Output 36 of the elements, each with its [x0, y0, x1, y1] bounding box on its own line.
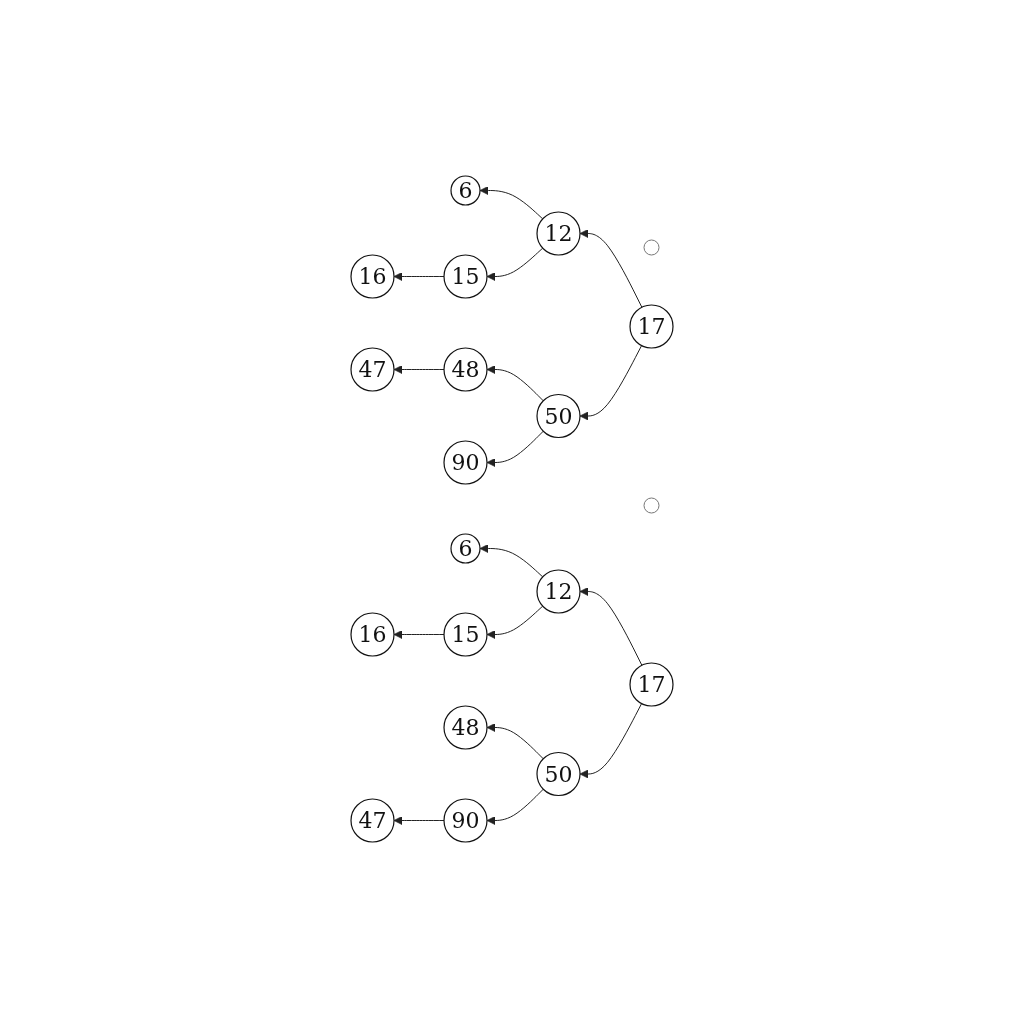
node-circle: 48: [443, 705, 488, 750]
arrow: [579, 345, 643, 421]
node-circle: [643, 497, 660, 514]
arrow: [579, 587, 643, 666]
node-circle: 50: [536, 751, 581, 797]
node-circle: 47: [350, 798, 395, 843]
node-circle: 16: [350, 254, 395, 299]
arrow: [393, 630, 445, 639]
arrow: [486, 247, 544, 281]
node-circle: 15: [443, 254, 488, 299]
node-circle: 90: [443, 440, 488, 485]
node-circle: 48: [443, 347, 488, 392]
arrow: [479, 544, 544, 578]
arrow: [393, 272, 445, 281]
node-circle: 15: [443, 612, 488, 657]
arrow: [486, 723, 544, 760]
node-circle: 50: [536, 393, 581, 439]
arrow: [486, 788, 544, 825]
arrow: [393, 816, 445, 825]
node-circle: 17: [629, 662, 674, 707]
arrow: [579, 229, 643, 308]
arrow: [486, 365, 544, 402]
arrow: [479, 186, 544, 220]
node-circle: 47: [350, 347, 395, 392]
node-circle: 16: [350, 612, 395, 657]
node-circle: 6: [450, 533, 481, 564]
arrow: [486, 430, 544, 467]
node-circle: 6: [450, 175, 481, 206]
node-circle: 17: [629, 304, 674, 349]
arrow: [393, 365, 445, 374]
node-circle: 12: [536, 569, 581, 614]
arrow: [579, 703, 643, 779]
node-circle: 12: [536, 211, 581, 256]
arrow: [486, 605, 544, 639]
node-circle: [643, 239, 660, 256]
node-circle: 90: [443, 798, 488, 843]
